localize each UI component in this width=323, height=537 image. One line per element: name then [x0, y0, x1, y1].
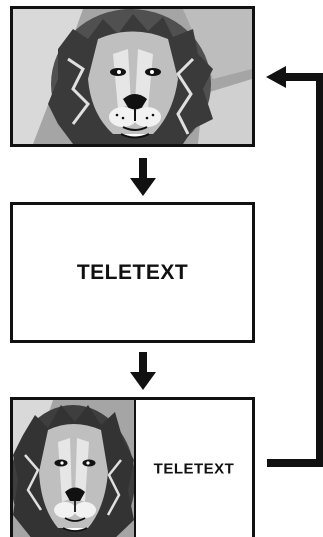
- arrow-down-2: [130, 352, 156, 390]
- face-shape-small: [39, 424, 108, 528]
- teletext-panel: TELETEXT: [10, 202, 255, 343]
- background-shape: [183, 9, 252, 79]
- arrow-down-1: [130, 158, 156, 196]
- face-shape: [88, 31, 178, 134]
- split-view-panel: TELETEXT: [10, 397, 255, 537]
- split-teletext-half: TELETEXT: [134, 400, 252, 537]
- tv-picture-panel: [10, 6, 255, 147]
- nose: [123, 94, 147, 109]
- mouth: [122, 109, 148, 131]
- split-lion-image-half: [13, 400, 135, 537]
- lion-image: [13, 9, 252, 144]
- nose-small: [65, 487, 85, 501]
- split-teletext-label: TELETEXT: [153, 460, 235, 477]
- lion-image-small: [13, 400, 135, 537]
- teletext-label: TELETEXT: [76, 260, 189, 284]
- return-loop-arrow: [266, 66, 323, 467]
